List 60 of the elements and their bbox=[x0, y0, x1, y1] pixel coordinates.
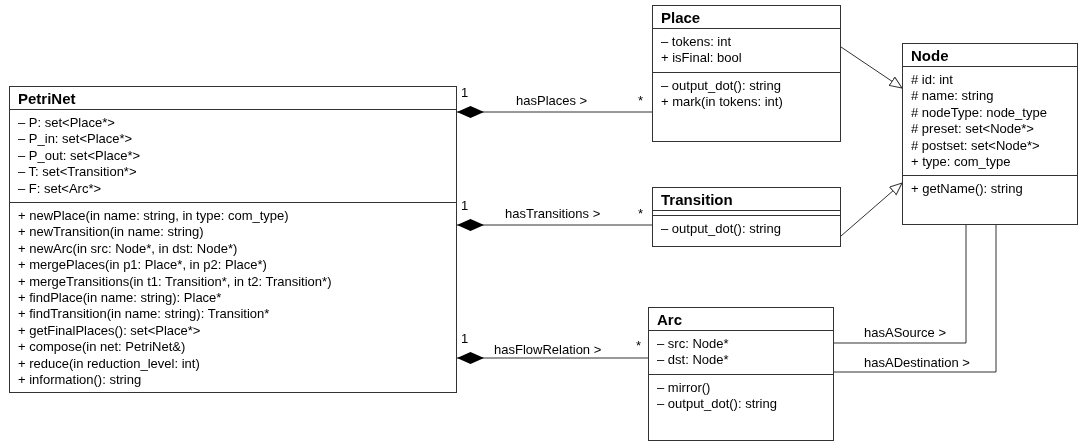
class-attribute: – P: set<Place*> bbox=[18, 115, 115, 132]
class-attribute: # id: int bbox=[911, 72, 953, 89]
edge-label: hasPlaces > bbox=[516, 93, 588, 108]
class-box bbox=[902, 43, 1078, 225]
generalization-arrow bbox=[840, 46, 903, 89]
class-method: + mergePlaces(in p1: Place*, in p2: Place*) bbox=[18, 257, 267, 274]
class-method: – output_dot(): string bbox=[661, 221, 781, 238]
multiplicity-label: 1 bbox=[461, 85, 469, 100]
edge-label: hasTransitions > bbox=[505, 206, 601, 221]
class-method: + newArc(in src: Node*, in dst: Node*) bbox=[18, 240, 238, 258]
class-attribute: – P_out: set<Place*> bbox=[18, 147, 141, 165]
generalization-arrow bbox=[840, 182, 903, 237]
class-box bbox=[652, 187, 841, 247]
multiplicity-label: * bbox=[636, 338, 642, 353]
class-box bbox=[652, 5, 841, 142]
class-method: + getName(): string bbox=[911, 181, 1023, 198]
edge-label: hasASource > bbox=[864, 325, 947, 340]
class-attribute: # nodeType: node_type bbox=[911, 104, 1047, 122]
composition-line bbox=[456, 352, 649, 364]
composition-line bbox=[456, 219, 653, 231]
class-method: + findTransition(in name: string): Transition* bbox=[18, 306, 270, 323]
class-attribute: – F: set<Arc*> bbox=[18, 180, 102, 198]
multiplicity-label: 1 bbox=[461, 331, 469, 346]
class-method: + mergeTransitions(in t1: Transition*, in t2: Transition*) bbox=[18, 273, 332, 291]
composition-line bbox=[456, 106, 653, 118]
class-box bbox=[9, 86, 457, 393]
class-method: + newTransition(in name: string) bbox=[18, 224, 204, 241]
class-attribute: # name: string bbox=[911, 88, 994, 105]
class-attribute: + isFinal: bool bbox=[661, 50, 742, 67]
class-method: + getFinalPlaces(): set<Place*> bbox=[18, 322, 201, 340]
class-attribute: – dst: Node* bbox=[657, 352, 729, 369]
class-attribute: # postset: set<Node*> bbox=[911, 137, 1040, 155]
edge-label: hasFlowRelation > bbox=[494, 342, 602, 357]
multiplicity-label: * bbox=[638, 93, 644, 108]
association-line bbox=[833, 224, 967, 344]
class-method: + findPlace(in name: string): Place* bbox=[18, 290, 222, 307]
class-name: Node bbox=[911, 47, 949, 64]
class-attribute: + type: com_type bbox=[911, 154, 1011, 171]
class-attribute: – src: Node* bbox=[657, 336, 729, 353]
class-method: + information(): string bbox=[18, 372, 142, 389]
class-method: + compose(in net: PetriNet&) bbox=[18, 339, 186, 356]
class-attribute: – tokens: int bbox=[661, 34, 732, 51]
class-name: Transition bbox=[661, 191, 733, 208]
class-method: + mark(in tokens: int) bbox=[661, 94, 783, 111]
class-attribute: # preset: set<Node*> bbox=[911, 121, 1034, 138]
class-name: PetriNet bbox=[18, 90, 76, 107]
class-method: – mirror() bbox=[657, 379, 711, 397]
class-method: + newPlace(in name: string, in type: com_type) bbox=[18, 208, 289, 225]
class-attribute: – T: set<Transition*> bbox=[18, 164, 137, 181]
multiplicity-label: 1 bbox=[461, 198, 469, 213]
multiplicity-label: * bbox=[638, 206, 644, 221]
class-method: + reduce(in reduction_level: int) bbox=[18, 355, 200, 373]
class-attribute: – P_in: set<Place*> bbox=[18, 131, 133, 148]
class-method: – output_dot(): string bbox=[661, 77, 781, 95]
class-method: – output_dot(): string bbox=[657, 396, 777, 413]
association-line bbox=[833, 224, 997, 373]
class-name: Arc bbox=[657, 311, 682, 328]
edge-label: hasADestination > bbox=[864, 355, 970, 370]
class-name: Place bbox=[661, 9, 701, 26]
class-box bbox=[648, 307, 834, 441]
